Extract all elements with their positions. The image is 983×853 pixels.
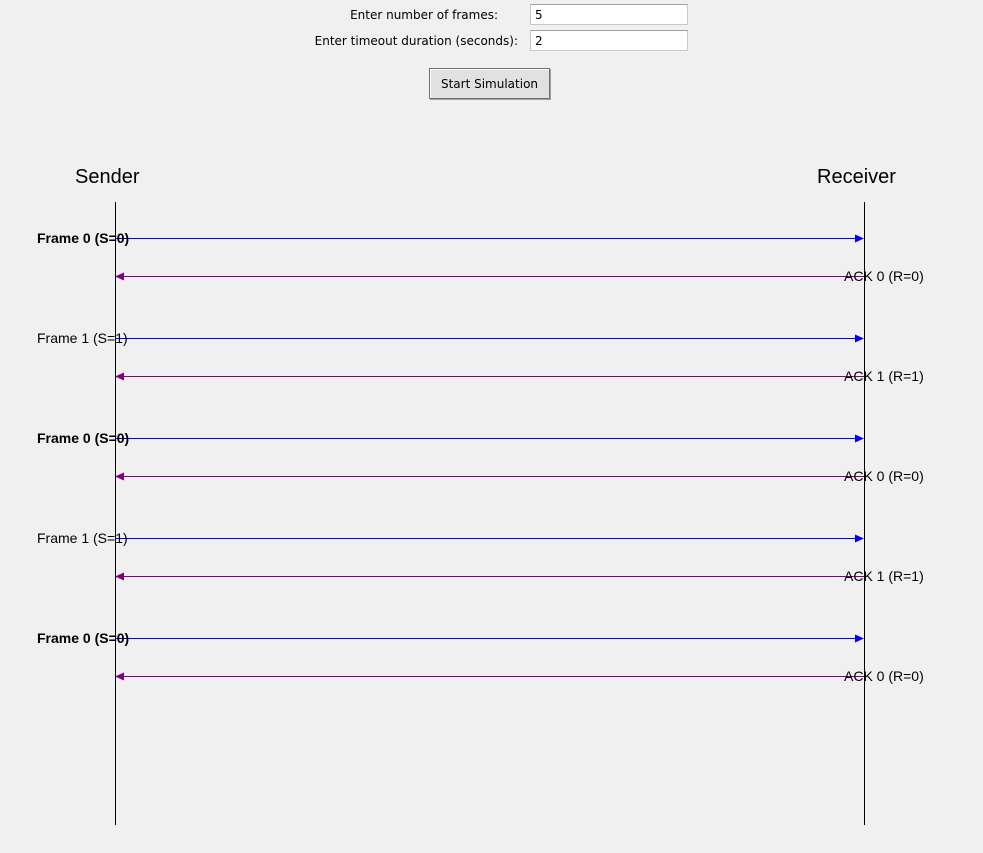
ack-arrow [115, 572, 864, 581]
ack-label: ACK 1 (R=1) [844, 568, 924, 584]
frame-arrow [115, 334, 864, 343]
frame-arrow [115, 534, 864, 543]
ack-label: ACK 0 (R=0) [844, 468, 924, 484]
frames-label: Enter number of frames: [350, 8, 498, 22]
frame-arrow [115, 634, 864, 643]
ack-label: ACK 0 (R=0) [844, 668, 924, 684]
frame-label: Frame 1 (S=1) [37, 530, 128, 546]
ack-arrow [115, 472, 864, 481]
frame-label: Frame 0 (S=0) [37, 230, 129, 246]
start-simulation-button[interactable]: Start Simulation [429, 68, 550, 99]
frame-arrow [115, 434, 864, 443]
timeout-input[interactable] [530, 30, 688, 51]
receiver-title: Receiver [817, 166, 896, 188]
frames-input[interactable] [530, 4, 688, 25]
ack-arrow [115, 372, 864, 381]
ack-label: ACK 0 (R=0) [844, 268, 924, 284]
ack-label: ACK 1 (R=1) [844, 368, 924, 384]
sender-title: Sender [75, 166, 140, 188]
frame-label: Frame 1 (S=1) [37, 330, 128, 346]
frame-label: Frame 0 (S=0) [37, 430, 129, 446]
timeout-label: Enter timeout duration (seconds): [314, 34, 518, 48]
ack-arrow [115, 272, 864, 281]
frame-arrow [115, 234, 864, 243]
ack-arrow [115, 672, 864, 681]
messages-layer: Frame 0 (S=0) ACK 0 (R=0) Frame 1 (S=1) ACK… [37, 230, 924, 684]
frame-label: Frame 0 (S=0) [37, 630, 129, 646]
